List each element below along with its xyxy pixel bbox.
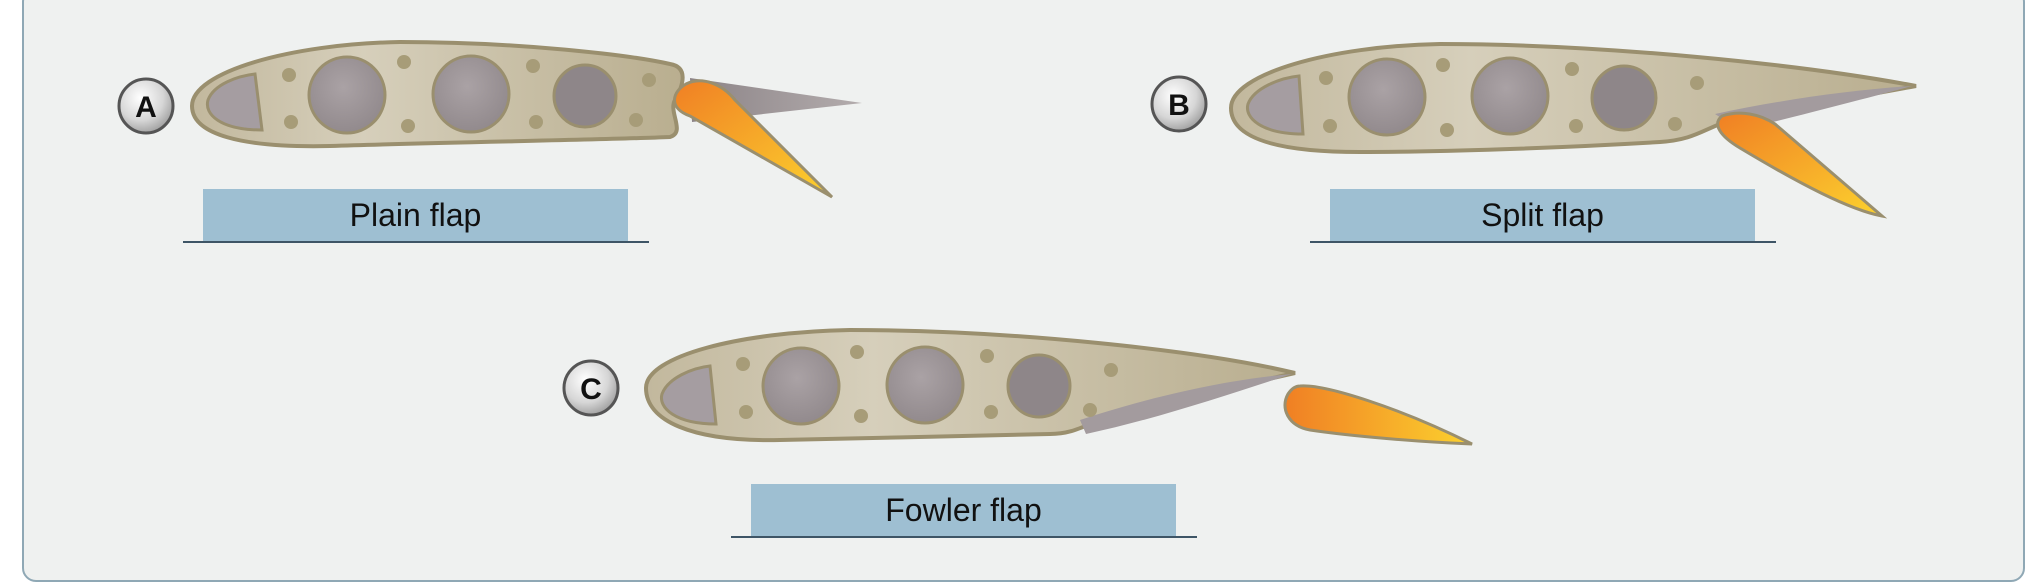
badge-c: C <box>562 359 620 417</box>
badge-a: A <box>117 77 175 135</box>
plain-flap-label: Plain flap <box>203 189 628 241</box>
split-flap-label: Split flap <box>1330 189 1755 241</box>
badge-b-letter: B <box>1168 89 1190 122</box>
fowler-flap-wing <box>643 327 1296 443</box>
fowler-flap-label-underline <box>731 536 1197 538</box>
split-flap-surface <box>1716 111 1888 219</box>
plain-flap-label-underline <box>183 241 649 243</box>
plain-flap-nose-cell <box>205 72 264 132</box>
badge-b: B <box>1150 75 1208 133</box>
badge-a-letter: A <box>135 91 157 124</box>
fowler-flap-surface <box>1283 384 1473 446</box>
plain-flap-figure <box>189 39 862 199</box>
badge-c-letter: C <box>580 373 602 406</box>
plain-flap-surface <box>673 79 834 199</box>
split-flap-figure <box>1228 41 1917 219</box>
fowler-flap-label: Fowler flap <box>751 484 1176 536</box>
fowler-flap-figure <box>643 327 1473 446</box>
fowler-flap-nose-cell <box>659 364 718 426</box>
split-flap-nose-cell <box>1245 74 1305 136</box>
flap-diagram: A B C <box>117 39 1917 446</box>
fowler-flap-cove <box>1080 374 1292 434</box>
split-flap-label-underline <box>1310 241 1776 243</box>
